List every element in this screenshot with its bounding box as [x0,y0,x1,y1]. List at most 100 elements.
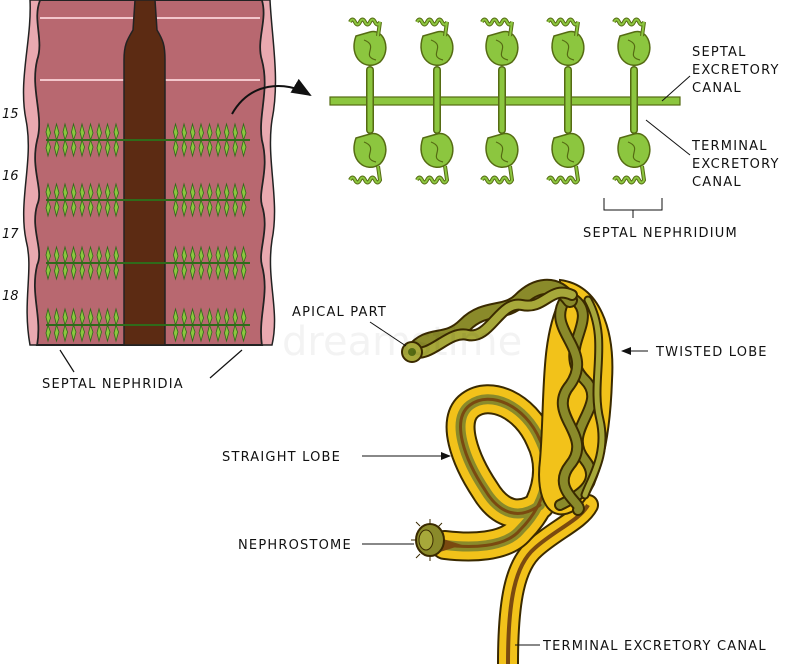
septal-nephridium-mark [105,122,111,142]
septal-nephridium-mark [232,323,238,343]
nephridium-icon [415,132,454,185]
septal-nephridium-mark [62,323,68,343]
septal-nephridium-mark [232,261,238,281]
septal-nephridium-mark [181,198,187,218]
septal-nephridium-mark [232,198,238,218]
septal-nephridium-mark [198,245,204,265]
septal-nephridium-mark [79,307,85,327]
septal-nephridium-mark [190,138,196,158]
septal-nephridium-mark [113,323,119,343]
septal-nephridium-mark [113,261,119,281]
septal-nephridium-mark [105,245,111,265]
septal-nephridium-mark [105,323,111,343]
septal-nephridium-mark [71,245,77,265]
septal-nephridium-mark [207,182,213,202]
septal-nephridium-mark [79,138,85,158]
septal-nephridium-mark [190,245,196,265]
magnify-arrow [231,78,312,115]
septal-nephridium-mark [232,307,238,327]
septal-nephridium-mark [173,182,179,202]
septal-nephridium-mark [224,122,230,142]
label-terminal-canal-line3: CANAL [692,175,742,190]
septal-nephridium-mark [173,122,179,142]
septal-nephridium-mark [96,245,102,265]
septal-nephridium-mark [198,198,204,218]
septal-nephridium-mark [207,245,213,265]
label-septal-nephridia: SEPTAL NEPHRIDIA [42,377,184,392]
septal-nephridium-mark [181,261,187,281]
label-terminal-excretory-canal-top: TERMINAL EXCRETORY CANAL [691,139,780,190]
septal-nephridium-mark [62,198,68,218]
septal-nephridium-mark [96,138,102,158]
label-straight-lobe: STRAIGHT LOBE [222,450,341,465]
septal-nephridium-mark [45,307,51,327]
septal-nephridium-mark [45,138,51,158]
septal-nephridium-mark [190,307,196,327]
septal-nephridium-mark [105,307,111,327]
label-twisted-lobe: TWISTED LOBE [655,345,768,360]
septal-nephridium-mark [181,182,187,202]
septal-nephridium-mark [79,198,85,218]
septal-nephridium-mark [241,138,247,158]
septal-nephridium-mark [198,182,204,202]
nephridium-icon [612,132,651,185]
septal-nephridium-mark [88,138,94,158]
nephridium-icon [612,17,651,66]
label-septal-excretory-canal: SEPTAL EXCRETORY CANAL [692,45,780,96]
septal-nephridium-mark [173,198,179,218]
septal-nephridium-mark [105,138,111,158]
septal-nephridium-mark [113,307,119,327]
septal-nephridium-mark [88,198,94,218]
septal-nephridium-mark [54,323,60,343]
septal-nephridium-mark [71,138,77,158]
septal-nephridium-mark [181,307,187,327]
earthworm-body-section [22,0,277,346]
septal-nephridium-mark [215,307,221,327]
septal-nephridium-mark [190,122,196,142]
septal-nephridium-mark [54,198,60,218]
septal-nephridium-mark [181,122,187,142]
septal-nephridium-mark [54,182,60,202]
gut [123,0,166,346]
septal-nephridium-mark [105,198,111,218]
septal-nephridium-mark [62,122,68,142]
septal-nephridium-mark [232,182,238,202]
segment-number-16: 16 [2,169,19,184]
septal-nephridium-mark [71,198,77,218]
septal-nephridium-mark [215,198,221,218]
septal-nephridium-mark [207,198,213,218]
septal-nephridium-mark [88,261,94,281]
label-septal-excretory-canal-line2: EXCRETORY [692,63,780,78]
septal-nephridium-mark [198,323,204,343]
septal-nephridium-mark [88,182,94,202]
septal-nephridium-mark [224,323,230,343]
septal-nephridium-mark [207,138,213,158]
septal-nephridium-mark [88,307,94,327]
septal-nephridium-mark [224,138,230,158]
septal-nephridium-mark [241,182,247,202]
septal-nephridium-mark [232,138,238,158]
septal-nephridium-mark [173,261,179,281]
septal-nephridium-mark [190,323,196,343]
nephridium-icon [546,132,585,185]
twisted-lobe-strands [554,294,607,516]
septal-nephridia-callout: SEPTAL NEPHRIDIA [42,349,243,392]
septal-nephridium-mark [198,122,204,142]
nephridium-icon [546,17,585,66]
septal-nephridium-mark [45,182,51,202]
label-terminal-canal-line2: EXCRETORY [692,157,780,172]
septal-nephridium-mark [181,245,187,265]
septal-nephridium-mark [113,198,119,218]
septal-nephridium-mark [190,261,196,281]
septal-nephridium-mark [54,122,60,142]
septal-nephridium-mark [241,261,247,281]
septal-nephridium-mark [62,138,68,158]
septal-nephridium-mark [241,323,247,343]
septal-nephridium-mark [88,122,94,142]
septal-nephridium-mark [79,261,85,281]
septal-nephridium-mark [215,182,221,202]
septal-nephridium-mark [241,198,247,218]
septal-nephridium-mark [96,307,102,327]
septal-nephridium-mark [88,245,94,265]
septal-nephridium-mark [71,182,77,202]
